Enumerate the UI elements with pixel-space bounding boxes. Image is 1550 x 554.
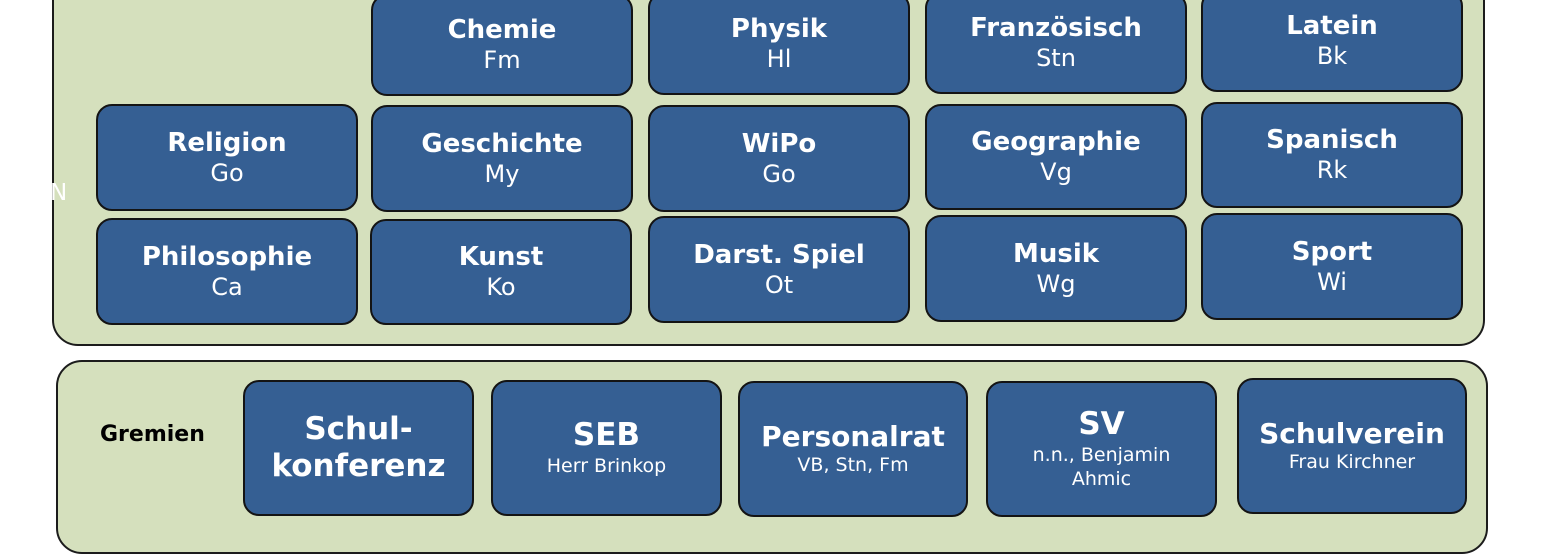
subject-box-sport: Sport Wi [1201,213,1463,320]
subject-teacher: Rk [1316,156,1348,185]
subject-title: Philosophie [141,241,313,272]
subject-title: Spanisch [1266,125,1398,155]
gremium-title: Personalrat [761,420,945,454]
subject-teacher: Wi [1317,267,1347,296]
subject-title: Sport [1291,236,1373,267]
subject-box-franzoesisch: Französisch Stn [925,0,1187,94]
subject-teacher: Stn [1036,44,1076,73]
subject-title: Musik [1012,238,1100,269]
subject-title: Latein [1286,11,1378,41]
subject-teacher: Vg [1040,158,1072,187]
gremium-title: Schulverein [1259,417,1445,451]
subject-teacher: Wg [1036,269,1076,298]
subject-box-darst-spiel: Darst. Spiel Ot [648,216,910,323]
subject-title: Chemie [447,15,557,45]
gremien-label: Gremien [100,422,205,447]
subject-title: Kunst [458,242,544,272]
subject-box-spanisch: Spanisch Rk [1201,102,1463,208]
gremium-subtitle: Herr Brinkop [546,454,667,477]
subject-title: Religion [167,127,287,158]
gremium-subtitle: Frau Kirchner [1288,451,1416,474]
gremium-box-seb: SEB Herr Brinkop [491,380,722,516]
subject-teacher: My [484,159,520,188]
gremium-subtitle-line1: n.n., Benjamin [1032,443,1171,466]
gremium-box-schulverein: Schulverein Frau Kirchner [1237,378,1467,514]
subject-teacher: Go [210,158,244,187]
subject-title: Geographie [971,127,1141,157]
subject-teacher: Ca [211,272,243,301]
gremium-title: SEB [572,417,641,454]
subject-teacher: Bk [1316,42,1348,71]
subject-teacher: Ot [764,270,794,299]
subject-teacher: Hl [766,44,792,73]
subject-box-musik: Musik Wg [925,215,1187,322]
subject-box-physik: Physik Hl [648,0,910,95]
subject-box-wipo: WiPo Go [648,105,910,212]
gremium-box-personalrat: Personalrat VB, Stn, Fm [738,381,968,517]
gremium-title-line1: Schul- [304,411,413,448]
subject-box-kunst: Kunst Ko [370,219,632,325]
subject-teacher: Ko [486,273,516,302]
subject-title: Physik [730,13,828,44]
gremium-subtitle: VB, Stn, Fm [797,454,909,477]
subject-box-geschichte: Geschichte My [371,105,633,212]
subject-box-philosophie: Philosophie Ca [96,218,358,325]
side-label: N [50,180,68,206]
gremium-title: SV [1078,406,1125,443]
subject-title: Darst. Spiel [693,239,865,270]
gremium-box-schulkonferenz: Schul- konferenz [243,380,474,516]
subject-box-latein: Latein Bk [1201,0,1463,92]
subject-teacher: Go [762,159,796,188]
gremium-title-line2: konferenz [271,448,446,484]
subject-teacher: Fm [483,46,521,75]
gremium-box-sv: SV n.n., Benjamin Ahmic [986,381,1217,517]
gremium-subtitle-line2: Ahmic [1071,468,1132,491]
subject-title: Geschichte [421,128,583,159]
subject-title: Französisch [970,13,1142,43]
subject-box-religion: Religion Go [96,104,358,211]
subject-box-geographie: Geographie Vg [925,104,1187,210]
subject-box-chemie: Chemie Fm [371,0,633,96]
subject-title: WiPo [741,128,817,159]
